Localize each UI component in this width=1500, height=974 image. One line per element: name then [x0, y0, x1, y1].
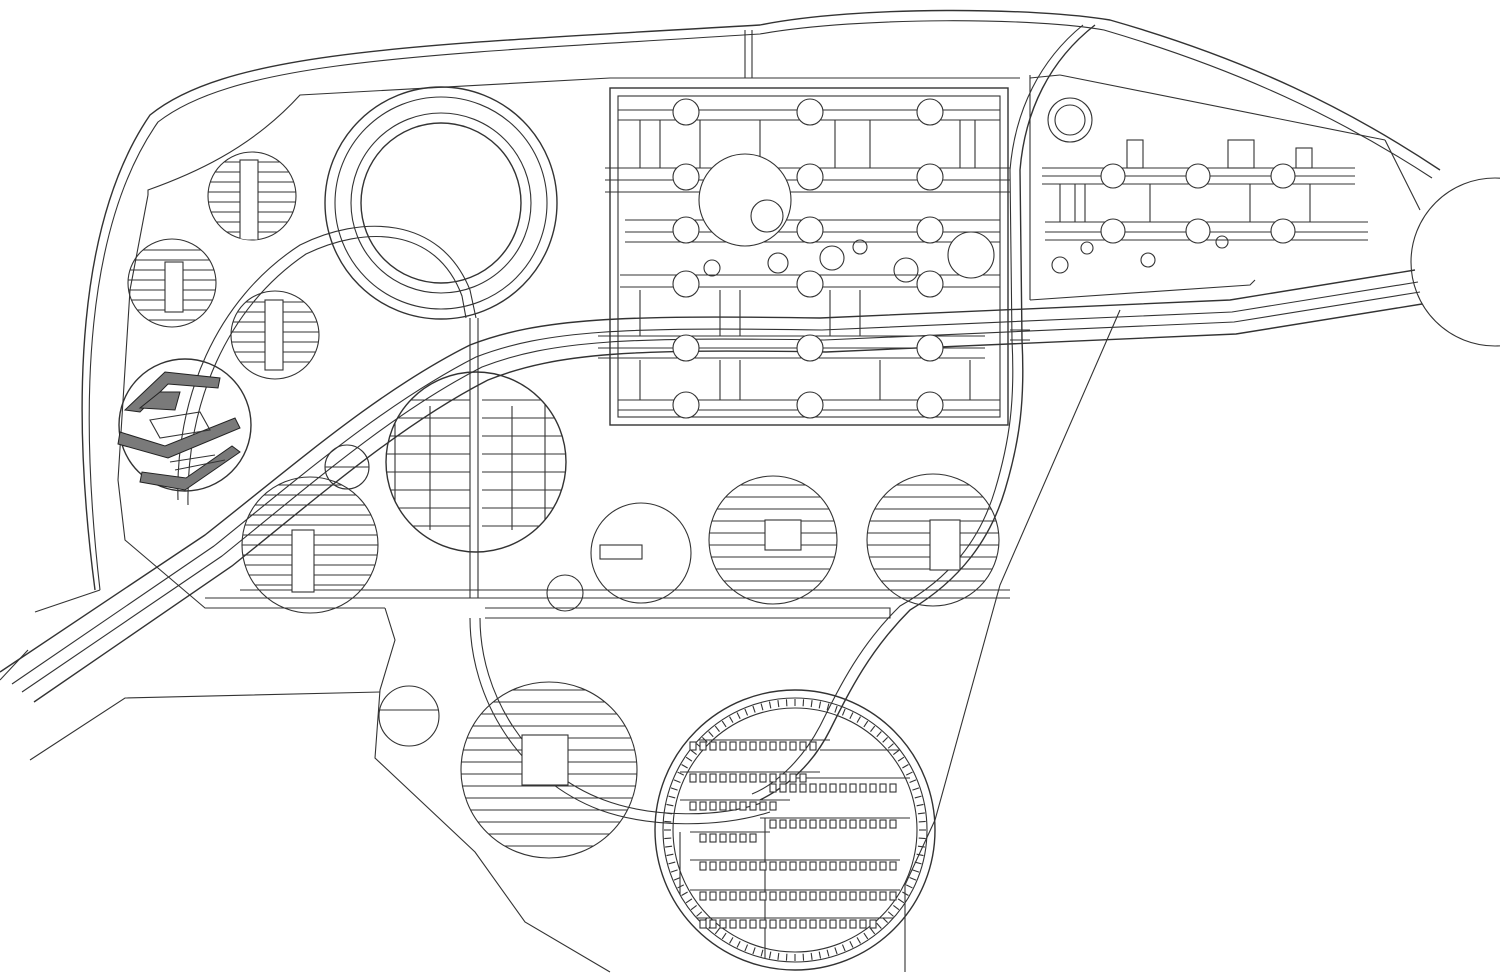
district-nw-3: [230, 290, 320, 380]
parking-stalls: [664, 699, 926, 961]
district-southeast-ring: [654, 689, 936, 971]
district-south-1: [546, 502, 692, 612]
district-south-3: [866, 473, 1000, 607]
campus-grid-east: [1042, 97, 1368, 274]
district-south-2: [708, 475, 838, 605]
district-sw: [241, 444, 379, 614]
site-boundary: [0, 9, 1441, 973]
campus-grid-main: [598, 87, 1010, 426]
district-highlighted: [117, 358, 252, 492]
pond: [378, 685, 440, 747]
district-central-grid: [385, 371, 567, 553]
district-south-large: [460, 681, 638, 859]
district-nw-1: [207, 151, 297, 241]
district-nw-2: [127, 238, 217, 328]
